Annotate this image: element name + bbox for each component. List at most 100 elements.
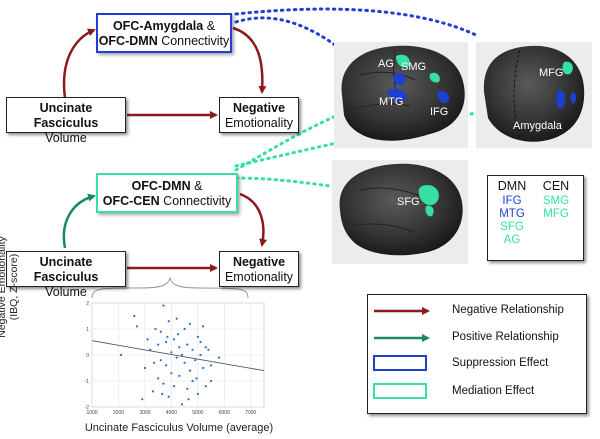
brain1-label-smg: SMG: [401, 61, 427, 73]
y-tick-label: -1: [85, 379, 90, 385]
data-point: [194, 359, 197, 362]
data-point: [159, 330, 162, 333]
top-mediator-label-1: OFC-Amygdala: [112, 19, 204, 33]
dmn-column: DMN IFG MTG SFG AG: [492, 180, 532, 247]
data-point: [135, 325, 139, 328]
y-tick-label: -2: [85, 405, 90, 411]
data-point: [154, 327, 157, 331]
top-outcome-sub: Emotionality: [224, 116, 294, 130]
dmn-region-sfg: SFG: [500, 221, 524, 233]
bottom-mediator-box: OFC-DMN & OFC-CEN Connectivity: [96, 173, 238, 213]
top-predictor-title: Uncinate Fasciculus: [33, 101, 99, 130]
brain1-mtg-blob: [387, 88, 407, 102]
top-mediator-box: OFC-Amygdala & OFC-DMN Connectivity: [96, 13, 232, 53]
top-arrow-predictor-to-mediator: [62, 28, 96, 99]
data-point: [166, 335, 169, 338]
cen-region-smg: SMG: [542, 195, 570, 207]
top-predictor-sub: Volume: [45, 131, 87, 145]
x-tick-label: 3000: [139, 410, 150, 416]
top-arrow-mediator-to-outcome: [232, 26, 267, 94]
curly-brace: [91, 276, 249, 299]
data-point: [172, 385, 176, 388]
legend-mediation-swatch: [373, 383, 427, 399]
data-point: [180, 403, 184, 406]
bottom-outcome-sub: Emotionality: [224, 270, 294, 284]
data-point: [164, 340, 168, 344]
legend: Negative Relationship Positive Relations…: [367, 294, 587, 414]
data-point: [170, 372, 173, 375]
data-point: [143, 366, 147, 370]
brain2-label-amygdala: Amygdala: [513, 120, 562, 132]
data-point: [172, 338, 176, 341]
data-point: [186, 387, 189, 390]
data-point: [186, 343, 189, 346]
bottom-predictor-box: Uncinate Fasciculus Volume: [6, 251, 126, 299]
data-point: [209, 364, 213, 367]
data-point: [202, 366, 205, 370]
brain1-label-mtg: MTG: [379, 96, 404, 108]
brain1-label-ag: AG: [378, 58, 394, 70]
cen-header: CEN: [542, 179, 570, 193]
bottom-mediator-label-2b: Connectivity: [159, 194, 232, 208]
data-point: [199, 353, 202, 357]
legend-positive-label: Positive Relationship: [452, 331, 559, 343]
legend-swatches: [373, 307, 430, 399]
data-point: [170, 351, 173, 354]
top-mediator-label-1b: &: [203, 19, 216, 33]
data-point: [167, 320, 170, 323]
data-point: [196, 392, 199, 396]
blue-dotted-connector-brain1: [234, 16, 344, 52]
x-tick-label: 1000: [86, 410, 97, 416]
data-point: [195, 377, 198, 380]
brain2-label-mfg: MFG: [539, 67, 564, 79]
brain2-mfg-blob: [562, 61, 573, 75]
brain-image-lateral: [334, 42, 468, 148]
data-point: [149, 348, 152, 351]
top-mediator-label-2: OFC-DMN: [98, 34, 158, 48]
brain-image-superior: [332, 160, 468, 264]
data-point: [191, 348, 194, 351]
top-outcome-title: Negative: [232, 101, 286, 115]
dmn-header: DMN: [497, 179, 527, 193]
brain2-amygdala-blob: [556, 89, 566, 109]
legend-suppression-swatch: [373, 355, 427, 371]
data-point: [153, 361, 156, 364]
x-tick-label: 5000: [192, 410, 203, 416]
brain3-label-sfg: SFG: [397, 196, 420, 208]
legend-suppression-label: Suppression Effect: [452, 357, 549, 369]
top-mediator-label-2b: Connectivity: [157, 34, 230, 48]
data-point: [209, 379, 213, 383]
data-point: [133, 314, 136, 318]
bottom-mediator-label-1: OFC-DMN: [131, 179, 191, 193]
bottom-predictor-title: Uncinate Fasciculus: [33, 255, 99, 284]
brain1-label-ifg: IFG: [430, 106, 449, 118]
trend-line: [91, 340, 265, 372]
brain3-sfg-blob: [418, 184, 439, 206]
bottom-arrow-mediator-to-outcome: [239, 192, 268, 247]
data-point: [176, 333, 180, 336]
dmn-region-mtg: MTG: [499, 208, 525, 220]
x-tick-label: 7000: [245, 410, 256, 416]
data-point: [178, 346, 181, 349]
scatter-ylabel: Negative Emotionality (IBQ, Z-score): [0, 212, 20, 362]
y-tick-label: 0: [86, 353, 89, 359]
brain-image-medial: [476, 42, 592, 148]
data-point: [120, 353, 123, 357]
data-point: [217, 356, 221, 359]
dmn-region-ifg: IFG: [502, 195, 522, 207]
data-point: [199, 340, 202, 344]
data-point: [157, 377, 160, 380]
green-dotted-connector-brain1: [234, 114, 338, 172]
brain1-smg-blob: [396, 54, 410, 68]
top-predictor-box: Uncinate Fasciculus Volume: [6, 97, 126, 145]
data-point: [187, 398, 190, 401]
data-point: [191, 379, 194, 383]
bottom-outcome-box: Negative Emotionality: [219, 251, 299, 287]
data-point: [183, 361, 186, 364]
cen-region-mfg: MFG: [543, 208, 569, 220]
data-point: [204, 346, 207, 349]
blue-dotted-connector-brain2: [234, 7, 480, 38]
x-tick-label: 6000: [219, 410, 230, 416]
